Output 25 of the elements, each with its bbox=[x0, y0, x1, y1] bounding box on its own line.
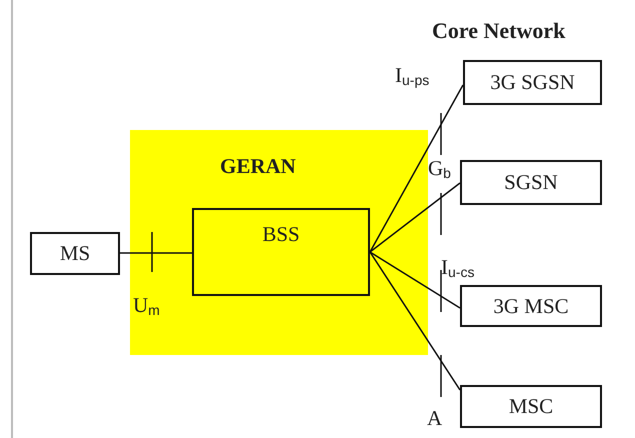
element-label: SGSN bbox=[504, 170, 558, 195]
region-title: GERAN bbox=[220, 154, 296, 179]
element-label: 3G SGSN bbox=[490, 70, 575, 95]
interface-label: I$_{u-ps}$ bbox=[395, 65, 430, 87]
element-label: MS bbox=[60, 241, 90, 266]
interface-label: A bbox=[427, 408, 442, 429]
network-element-box bbox=[30, 232, 120, 275]
network-element-box bbox=[463, 60, 602, 105]
network-element-box bbox=[192, 208, 370, 296]
interface-label: U$_{m}$ bbox=[133, 295, 160, 317]
network-region bbox=[130, 130, 428, 355]
network-element-box bbox=[460, 385, 602, 428]
interface-label: I$_{u-cs}$ bbox=[441, 257, 474, 279]
interface-line bbox=[369, 252, 461, 390]
section-heading: Core Network bbox=[432, 20, 566, 42]
interface-line bbox=[370, 182, 460, 253]
network-element-box bbox=[460, 285, 602, 327]
interface-label: G$_{b}$ bbox=[428, 158, 451, 180]
interface-line bbox=[370, 251, 460, 309]
element-label: BSS bbox=[262, 222, 300, 247]
network-element-box bbox=[460, 160, 602, 205]
element-label: MSC bbox=[508, 394, 554, 419]
interface-line bbox=[369, 84, 464, 252]
interface-line bbox=[120, 252, 192, 254]
element-label: 3G MSC bbox=[493, 294, 569, 318]
